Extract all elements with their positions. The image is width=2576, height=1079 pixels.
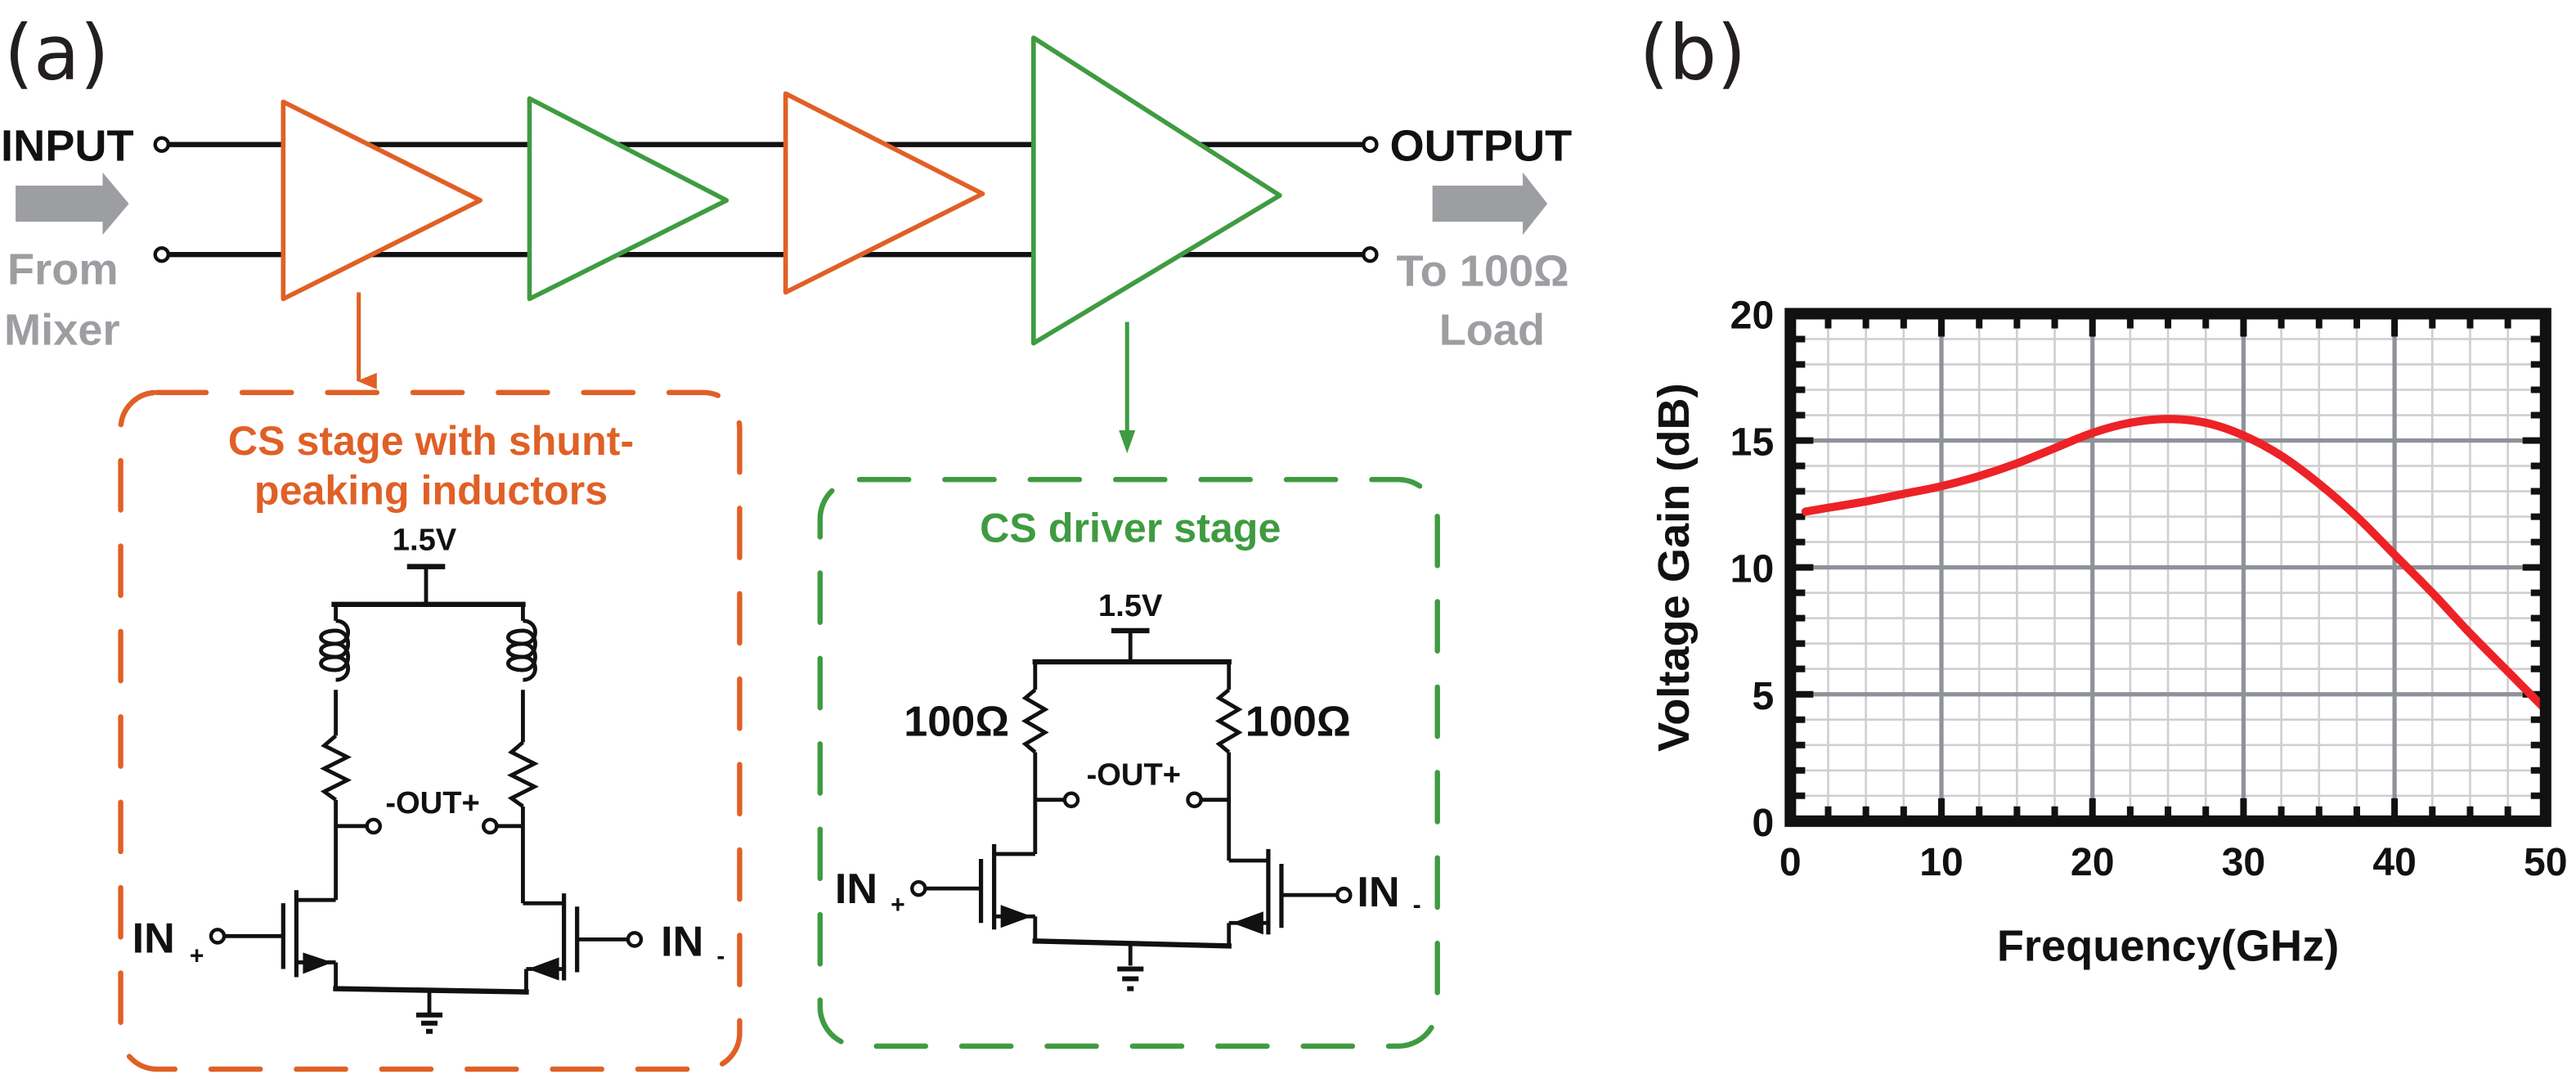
shunt-in-plus-label: IN [132, 915, 175, 962]
ground-icon [415, 1012, 443, 1034]
shunt-box-title-line1: CS stage with shunt- [228, 418, 634, 464]
driver-right-branch [1186, 662, 1353, 946]
y-tick-label: 5 [1752, 674, 1774, 718]
driver-out-minus-terminal [1062, 791, 1080, 808]
amplifier-stage-4-driver [1031, 35, 1282, 346]
driver-r-right-label: 100Ω [1245, 698, 1351, 745]
panel-b: (b) 0 10 20 30 40 50 0 5 10 15 20 Frequency(GHz) … [1640, 8, 2568, 970]
driver-in-minus-terminal [1335, 886, 1353, 904]
inductor-left-icon [319, 618, 350, 682]
shunt-in-minus-label: IN [661, 918, 703, 965]
x-tick-label: 30 [2222, 840, 2266, 884]
driver-in-plus-label: IN [835, 865, 877, 913]
resistor-right-icon [507, 740, 539, 808]
voltage-gain-chart: 0 10 20 30 40 50 0 5 10 15 20 Frequency(GHz) Volt… [1649, 294, 2568, 971]
driver-in-minus-label: IN [1357, 869, 1399, 916]
driver-in-plus-terminal [910, 879, 927, 897]
y-tick-label: 15 [1730, 420, 1775, 465]
output-label: OUTPUT [1389, 122, 1572, 171]
shunt-box-title-line2: peaking inductors [254, 467, 608, 513]
x-tick-label: 20 [2071, 840, 2115, 884]
driver-stage-box: CS driver stage 1.5V [817, 477, 1440, 1050]
shunt-peaking-stage-box: CS stage with shunt- peaking inductors 1… [118, 389, 743, 1072]
x-axis-title: Frequency(GHz) [1997, 921, 2340, 970]
y-tick-label: 20 [1730, 294, 1775, 338]
y-axis-title: Voltage Gain (dB) [1649, 383, 1699, 752]
panel-a-label: (a) [4, 8, 110, 97]
callout-arrowhead-driver [1119, 429, 1136, 454]
input-arrow-icon [16, 172, 129, 236]
amplifier-stage-1-shunt-peaking [280, 99, 483, 302]
shunt-box-border [118, 389, 743, 1072]
driver-out-plus-terminal [1186, 791, 1203, 808]
driver-box-border [817, 477, 1440, 1050]
driver-in-minus-sub: - [1413, 892, 1421, 919]
y-tick-label: 10 [1730, 547, 1775, 591]
driver-ground-icon [1117, 966, 1144, 991]
major-grid [1790, 313, 2546, 821]
shunt-m2-source-arrow-icon [527, 957, 559, 981]
input-source-line1: From [7, 245, 118, 294]
panel-b-label: (b) [1640, 8, 1747, 97]
output-load-line2: Load [1439, 306, 1545, 355]
shunt-out-minus-terminal [365, 817, 382, 835]
x-tick-label: 10 [1919, 840, 1963, 884]
shunt-supply-label: 1.5V [393, 523, 457, 558]
y-tick-label: 0 [1752, 801, 1774, 845]
output-terminal-top [1362, 136, 1379, 153]
plot-frame [1784, 308, 2551, 827]
driver-m2-source-arrow-icon [1232, 911, 1263, 935]
driver-r-left-label: 100Ω [904, 698, 1009, 745]
output-load-line1: To 100Ω [1397, 246, 1569, 295]
driver-m1-source-arrow-icon [1000, 905, 1032, 928]
shunt-in-minus-sub: - [716, 942, 725, 969]
resistor-left-icon [320, 734, 352, 802]
driver-box-title: CS driver stage [980, 506, 1281, 551]
input-label: INPUT [1, 122, 134, 171]
driver-left-branch [910, 662, 1080, 942]
output-arrow-icon [1432, 172, 1548, 236]
driver-in-plus-sub: + [891, 892, 905, 919]
driver-output-label: -OUT+ [1087, 758, 1181, 793]
output-terminal-bottom [1362, 245, 1379, 263]
driver-supply-label: 1.5V [1098, 588, 1163, 623]
gain-curve [1801, 415, 2550, 714]
shunt-in-plus-terminal [209, 928, 227, 945]
x-tick-label: 40 [2372, 840, 2417, 884]
inductor-right-icon [506, 618, 537, 682]
amplifier-stage-2-driver [527, 96, 729, 302]
shunt-output-label: -OUT+ [385, 785, 479, 820]
shunt-in-minus-terminal [626, 931, 644, 948]
amplifier-stage-3-shunt-peaking [783, 91, 985, 295]
panel-a: (a) INPUT From Mixer OUTPUT To 100Ω Load [1, 8, 1572, 1072]
x-tick-labels: 0 10 20 30 40 50 [1779, 840, 2568, 884]
input-terminal-top [153, 136, 171, 153]
driver-resistor-right-icon [1214, 688, 1243, 754]
input-terminal-bottom [153, 245, 171, 263]
shunt-out-plus-terminal [482, 817, 499, 835]
shunt-in-plus-sub: + [190, 942, 204, 969]
shunt-right-branch [482, 604, 644, 992]
y-tick-labels: 0 5 10 15 20 [1730, 294, 1775, 845]
driver-resistor-left-icon [1021, 688, 1049, 754]
series-layer [1801, 415, 2550, 714]
x-tick-label: 0 [1779, 840, 1802, 884]
shunt-left-branch [209, 604, 382, 989]
input-source-line2: Mixer [4, 306, 120, 355]
shunt-m1-source-arrow-icon [303, 952, 333, 974]
driver-tail-wire [1032, 938, 1232, 949]
x-tick-label: 50 [2524, 840, 2568, 884]
